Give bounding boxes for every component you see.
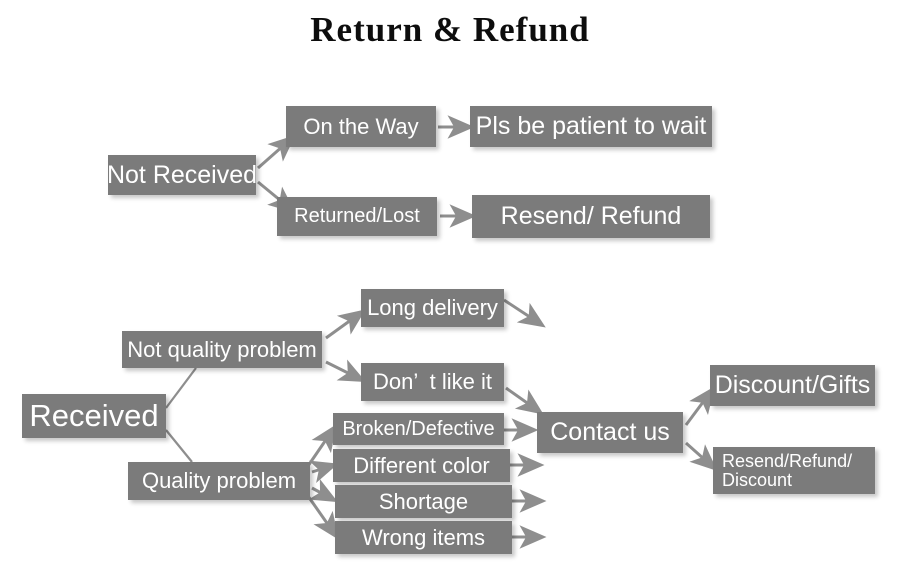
node-shortage[interactable]: Shortage bbox=[335, 485, 512, 518]
node-not-quality-problem[interactable]: Not quality problem bbox=[122, 331, 322, 368]
arrow-contactus-resendrefunddiscount bbox=[685, 441, 718, 471]
arrow-quality-wrongitems bbox=[306, 495, 339, 540]
node-long-delivery[interactable]: Long delivery bbox=[361, 289, 504, 327]
node-pls-be-patient-to-wait[interactable]: Pls be patient to wait bbox=[470, 106, 712, 147]
node-contact-us[interactable]: Contact us bbox=[537, 412, 683, 453]
node-returned-lost[interactable]: Returned/Lost bbox=[277, 197, 437, 236]
node-quality-problem[interactable]: Quality problem bbox=[128, 462, 310, 500]
line-received-quality bbox=[165, 429, 193, 463]
node-received[interactable]: Received bbox=[22, 394, 166, 438]
arrow-quality-broken bbox=[306, 424, 337, 467]
arrow-contactus-discountgifts bbox=[684, 386, 715, 426]
title-text: Return & Refund bbox=[310, 10, 590, 49]
arrow-notquality-longdelivery bbox=[325, 309, 366, 340]
node-on-the-way[interactable]: On the Way bbox=[286, 106, 436, 147]
line-received-notquality bbox=[165, 367, 197, 409]
node-dont-like-it[interactable]: Don’ t like it bbox=[361, 363, 504, 401]
arrow-dontlike-contactus bbox=[505, 386, 544, 415]
arrow-quality-shortage bbox=[308, 478, 338, 503]
node-resend-refund[interactable]: Resend/ Refund bbox=[472, 195, 710, 238]
node-wrong-items[interactable]: Wrong items bbox=[335, 521, 512, 554]
arrow-notquality-dontlike bbox=[325, 359, 367, 383]
node-not-received[interactable]: Not Received bbox=[108, 155, 256, 195]
node-broken-defective[interactable]: Broken/Defective bbox=[333, 413, 504, 445]
arrow-quality-differentcolor bbox=[309, 460, 339, 483]
node-resend-refund-discount[interactable]: Resend/Refund/ Discount bbox=[713, 447, 875, 494]
node-different-color[interactable]: Different color bbox=[333, 449, 510, 482]
arrow-longdelivery-contactus bbox=[503, 298, 546, 328]
page-title: Return & Refund bbox=[0, 10, 900, 50]
node-discount-gifts[interactable]: Discount/Gifts bbox=[710, 365, 875, 406]
